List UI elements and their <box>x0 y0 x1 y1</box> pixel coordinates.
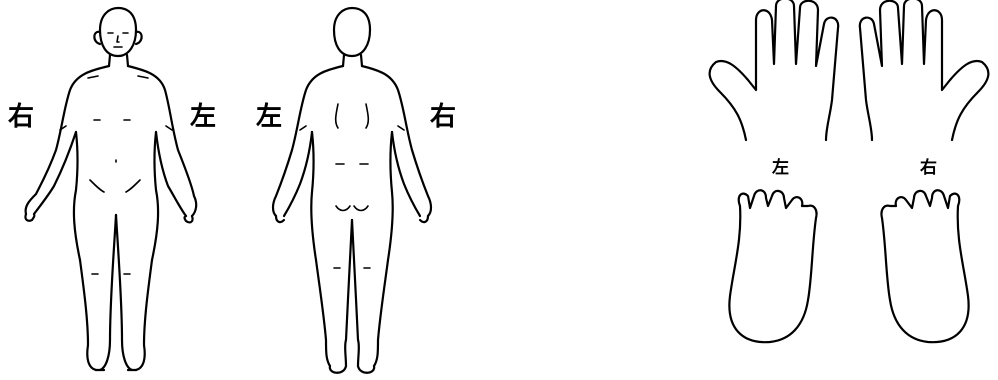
hand-right-label: 右 <box>920 160 937 177</box>
front-right-label: 右 <box>8 104 34 130</box>
front-left-label: 左 <box>190 104 216 130</box>
hand-left-label: 左 <box>772 160 789 177</box>
back-left-label: 左 <box>256 104 282 130</box>
back-right-label: 右 <box>430 104 456 130</box>
